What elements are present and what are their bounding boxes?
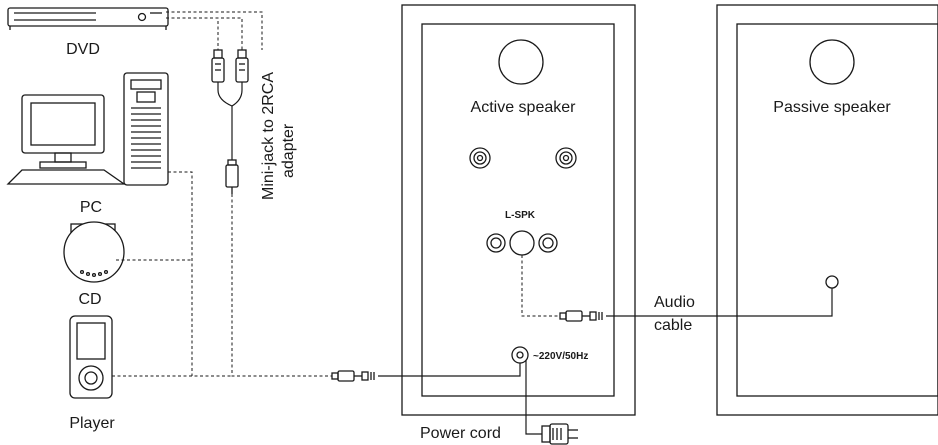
adapter-label: Mini-jack to 2RCA adapter <box>260 72 297 200</box>
audio-cable-label-line2: cable <box>654 317 692 334</box>
pc-label: PC <box>80 199 102 216</box>
power-cord-label: Power cord <box>420 425 501 442</box>
dvd-label: DVD <box>66 41 100 58</box>
power-plug <box>541 423 578 445</box>
pc-computer <box>6 72 169 186</box>
audio-cable-plug <box>559 310 603 322</box>
rca-adapter <box>211 49 249 194</box>
active-speaker-cabinet-inner <box>421 23 615 397</box>
audio-cable-label-line1: Audio <box>654 294 695 311</box>
active-speaker: Active speaker L-SPK ~220V/50Hz <box>401 4 636 416</box>
svg-text:adapter: adapter <box>280 123 297 178</box>
active-speaker-terminal-right <box>555 147 577 169</box>
passive-speaker-label: Passive speaker <box>773 99 891 116</box>
passive-speaker-cabinet-outer <box>716 4 938 416</box>
dvd-player <box>7 7 169 30</box>
power-socket-core <box>516 351 524 359</box>
active-speaker-terminal-left <box>469 147 491 169</box>
media-player <box>69 315 113 399</box>
active-speaker-cabinet-outer <box>401 4 636 416</box>
passive-speaker-cabinet-inner <box>736 23 938 397</box>
source-input-plug <box>331 370 375 382</box>
power-rating-label: ~220V/50Hz <box>533 351 588 362</box>
cd-player <box>63 221 125 283</box>
active-speaker-woofer <box>498 39 544 85</box>
passive-speaker-input-jack <box>825 275 839 289</box>
passive-speaker: Passive speaker <box>716 4 938 416</box>
power-cord-cable <box>525 360 542 435</box>
source-connections <box>112 11 560 377</box>
active-speaker-label: Active speaker <box>471 99 577 116</box>
source-input-cable <box>378 363 521 377</box>
svg-text:Mini-jack to 2RCA: Mini-jack to 2RCA <box>260 72 277 200</box>
lspk-label: L-SPK <box>505 210 536 221</box>
cd-label: CD <box>78 291 101 308</box>
passive-speaker-woofer <box>809 39 855 85</box>
player-label: Player <box>69 415 115 432</box>
lspk-jack-group <box>486 230 558 256</box>
audio-cable <box>606 288 833 317</box>
